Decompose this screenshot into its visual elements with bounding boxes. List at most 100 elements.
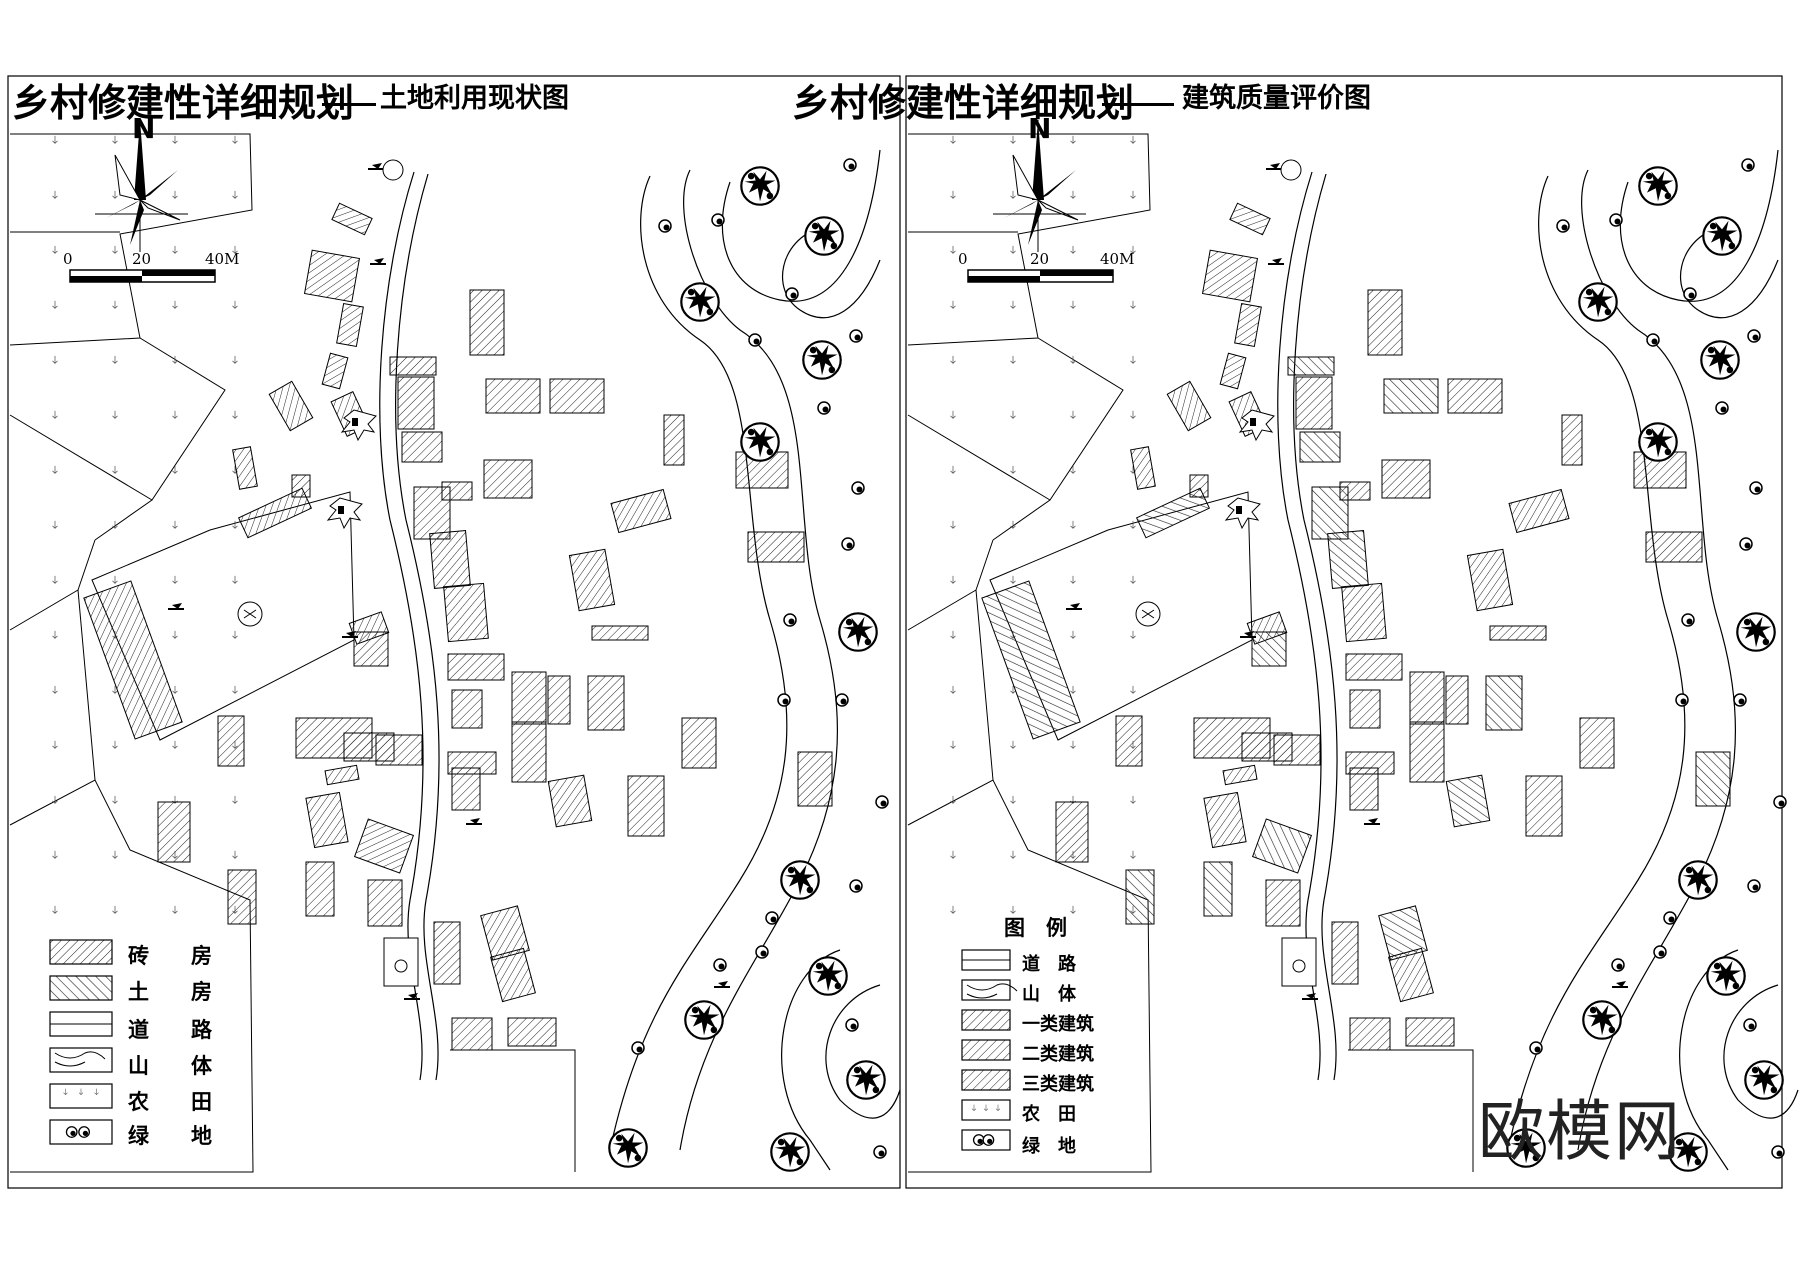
building [587, 675, 625, 731]
building [547, 675, 571, 725]
field-mark [1130, 410, 1136, 419]
panel-1-scale-20: 20 [1030, 250, 1050, 268]
shrine-icon [1224, 497, 1261, 530]
building [627, 775, 665, 837]
building [483, 459, 533, 499]
tree-icon [1744, 1060, 1784, 1100]
field-mark [232, 630, 238, 639]
building [367, 879, 403, 927]
field-mark [232, 520, 238, 529]
field-boundary [77, 539, 96, 781]
panel-0-north-label: N [132, 112, 156, 145]
building [1349, 767, 1379, 811]
shrub-icon [1733, 693, 1747, 707]
legend-tree-mark [78, 1126, 91, 1138]
contour-line [1680, 227, 1779, 319]
field-mark [1070, 740, 1076, 749]
legend-swatch [961, 1009, 1011, 1031]
tree-icon [740, 422, 780, 462]
field-boundary [9, 133, 253, 346]
field-mark [52, 575, 58, 584]
field-mark [112, 465, 118, 474]
building [441, 481, 473, 501]
elevation-marker-icon [172, 603, 182, 609]
field-mark [1070, 135, 1076, 144]
legend-contour-line [54, 1051, 106, 1067]
building [1388, 947, 1434, 1003]
wind-rose-petal [130, 200, 144, 245]
field-mark [950, 300, 956, 309]
panel-frame [905, 75, 1783, 1189]
field-mark [172, 575, 178, 584]
wind-rose-petal [140, 170, 178, 200]
building [268, 380, 314, 432]
building [1287, 356, 1335, 376]
building [490, 947, 536, 1003]
wind-rose-petal [1028, 200, 1042, 245]
building [1409, 721, 1445, 783]
elevation-marker-icon [1306, 993, 1316, 999]
field-mark [172, 465, 178, 474]
field-mark [232, 410, 238, 419]
building [1331, 921, 1359, 985]
field-mark [950, 410, 956, 419]
shrub-icon [1739, 537, 1753, 551]
tree-icon [838, 612, 878, 652]
building [433, 921, 461, 985]
field-mark [112, 795, 118, 804]
shrub-icon [765, 911, 779, 925]
panel-1-north-label: N [1028, 112, 1052, 145]
field-mark [232, 300, 238, 309]
tree-icon [1638, 166, 1678, 206]
building [681, 717, 717, 769]
field-mark [232, 355, 238, 364]
building [83, 580, 183, 740]
building [547, 774, 593, 828]
shrine-icon-core [1250, 418, 1256, 426]
panel-1-scale-0: 0 [958, 250, 968, 268]
tree-icon [770, 1132, 810, 1172]
building [353, 631, 389, 667]
building [549, 378, 605, 414]
building [1229, 202, 1271, 236]
building [1251, 631, 1287, 667]
field-mark [232, 685, 238, 694]
building [1561, 414, 1583, 466]
facility-icon-mark [394, 959, 408, 973]
tree-icon [740, 166, 780, 206]
field-mark [172, 300, 178, 309]
field-mark [1130, 850, 1136, 859]
tree-icon [608, 1128, 648, 1168]
field-mark [52, 465, 58, 474]
field-mark [112, 905, 118, 914]
tree-icon [1700, 340, 1740, 380]
building [324, 764, 360, 786]
shrub-icon [1529, 1041, 1543, 1055]
building [507, 1017, 557, 1047]
scale-bar-segment [142, 270, 215, 276]
field-mark [1070, 630, 1076, 639]
field-mark [1010, 795, 1016, 804]
field-mark [112, 190, 118, 199]
field-mark [172, 905, 178, 914]
elevation-marker-icon [1272, 258, 1282, 264]
legend-0-label-1: 土 房 [128, 979, 212, 1004]
building [1485, 675, 1523, 731]
field-mark [1010, 465, 1016, 474]
building [1508, 488, 1570, 534]
contour-line [1619, 149, 1779, 302]
building [1525, 775, 1563, 837]
scale-bar-segment [1040, 270, 1113, 276]
building [375, 734, 423, 766]
tree-icon [808, 956, 848, 996]
panel-frame [7, 75, 901, 1189]
field-mark [172, 685, 178, 694]
field-mark [112, 135, 118, 144]
building [429, 529, 471, 590]
legend-0-label-2: 道 路 [128, 1017, 212, 1042]
school-icon-mark [243, 609, 257, 619]
brand-logo: 欧模网 [1478, 1093, 1682, 1170]
building [1489, 625, 1547, 641]
facility-icon [383, 937, 419, 987]
building [1055, 801, 1089, 863]
